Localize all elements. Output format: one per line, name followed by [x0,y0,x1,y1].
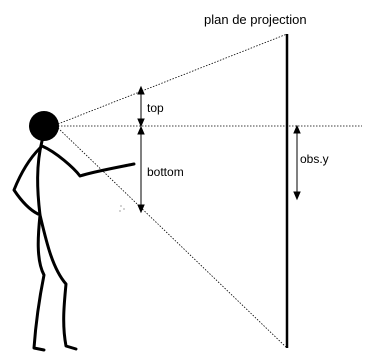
top-label: top [147,101,164,115]
scribble-marks [119,205,125,212]
arrowhead-obs-top [293,124,301,134]
upper-sight-line [57,33,288,125]
top-bottom-dimension [137,85,145,214]
arrowhead-obs-bottom [293,191,301,201]
arrowhead-top [137,85,145,95]
arrowhead-horizon-upper [137,118,145,128]
observer-head [29,111,59,141]
arrowhead-bottom [137,204,145,214]
arrowhead-horizon-lower [137,125,145,135]
sight-lines [57,33,362,349]
obs-y-dimension [293,124,301,201]
observer-figure [12,139,136,352]
bottom-label: bottom [147,165,184,179]
obs-y-label: obs.y [300,152,329,166]
lower-sight-line [57,127,288,349]
projection-plane-label: plan de projection [204,12,307,27]
